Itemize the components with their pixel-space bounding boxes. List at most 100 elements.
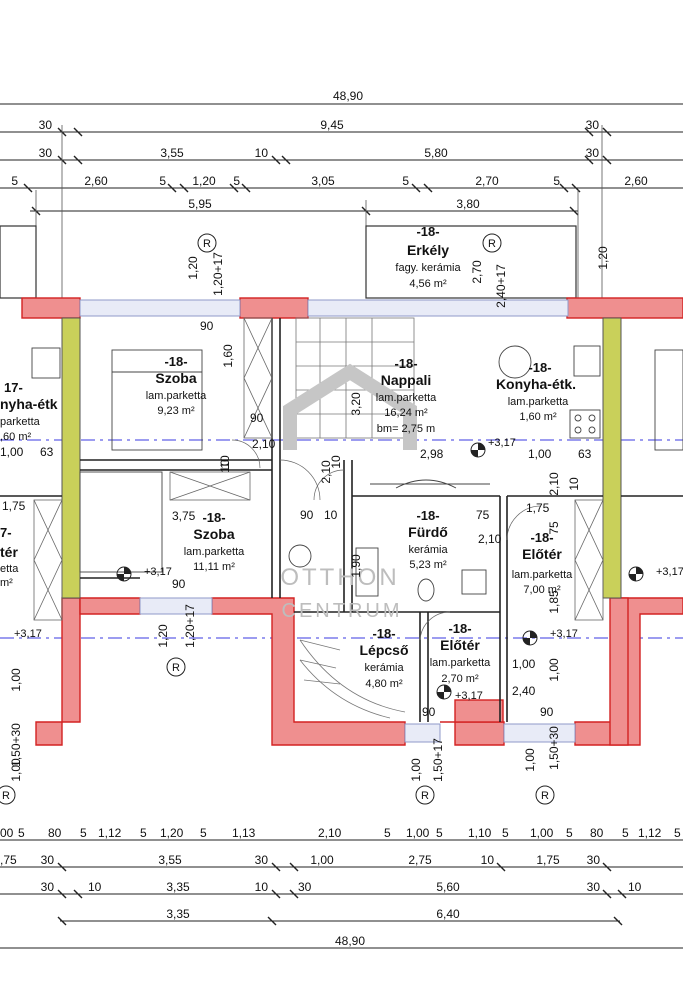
dim-label: 80 xyxy=(590,826,604,840)
dim-label: 2,10 xyxy=(252,437,276,451)
svg-text:R: R xyxy=(203,238,211,250)
room-floor: lam.parketta xyxy=(184,546,245,558)
door-swings xyxy=(231,439,542,641)
dim-label: 10 xyxy=(255,146,269,160)
dim-label: 2,10 xyxy=(318,826,342,840)
room-eloter-1: -18- Előtér lam.parketta 7,00 m² xyxy=(512,530,573,596)
dim-label: 5 xyxy=(502,826,509,840)
dim-label: 1,00 xyxy=(310,853,334,867)
dim-label: 30 xyxy=(586,146,600,160)
walls xyxy=(21,297,683,746)
dim-label: 30 xyxy=(41,880,55,894)
level-marker: +3,17 xyxy=(522,628,578,646)
dim-label: 1,85 xyxy=(547,590,561,614)
dining-table xyxy=(498,345,532,379)
dim-label: 1,00 xyxy=(406,826,430,840)
dim-label: 1,20+17 xyxy=(211,252,225,296)
dim-label: 90 xyxy=(540,705,554,719)
svg-text:R: R xyxy=(421,790,429,802)
level-marker: +3,17 xyxy=(14,628,42,640)
dim-label: 1,20 xyxy=(160,826,184,840)
room-area: 2,70 m² xyxy=(441,673,479,685)
bottom-dimension-labels: 00 5 80 5 1,12 5 1,20 5 1,13 2,10 5 1,00… xyxy=(0,826,681,948)
room-szoba-1: -18- Szoba lam.parketta 9,23 m² xyxy=(146,354,207,417)
dim-label: 10 xyxy=(481,853,495,867)
dim-label: 2,10 xyxy=(547,472,561,496)
dim-label: 1,13 xyxy=(232,826,256,840)
dim-label: 30 xyxy=(587,853,601,867)
dim-label: 1,20 xyxy=(156,624,170,648)
dim-label: 2,70 xyxy=(475,174,499,188)
misc-labels: 10 10 90 2,10 1,75 1,90 10 1,00 63 75 2,… xyxy=(0,445,502,782)
room-name: Nappali xyxy=(381,372,432,388)
room-number: -18- xyxy=(416,224,439,239)
dim-label: 90 xyxy=(250,411,264,425)
room-floor: fagy. kerámia xyxy=(395,262,461,274)
room-number: 7- xyxy=(0,525,12,540)
bed xyxy=(654,349,683,451)
dim-label: 63 xyxy=(40,445,54,459)
cabinets xyxy=(33,317,604,621)
dim-label: 90 xyxy=(172,577,186,591)
dim-label: 1,20 xyxy=(186,256,200,280)
dim-label: 1,20+17 xyxy=(183,604,197,648)
dim-label: 5,95 xyxy=(188,197,212,211)
section-mark: R xyxy=(0,785,16,805)
dim-label: 2,10 xyxy=(478,532,502,546)
dim-label: 90 xyxy=(422,705,436,719)
room-floor: lam.parketta xyxy=(376,392,437,404)
room-name: Szoba xyxy=(193,526,234,542)
dim-label: 10 xyxy=(628,880,642,894)
dim-label: 10 xyxy=(88,880,102,894)
section-mark: R xyxy=(482,233,502,253)
dim-label: 90 xyxy=(300,508,314,522)
room-name: Előtér xyxy=(440,637,480,653)
dim-label: 3,75 xyxy=(172,509,196,523)
dim-label: 1,00 xyxy=(9,758,23,782)
dim-label: 2,40+17 xyxy=(494,264,508,308)
dim-label: 5 xyxy=(622,826,629,840)
dim-label: 5 xyxy=(674,826,681,840)
level-marker: +3,17 xyxy=(116,566,172,582)
watermark-text-top: OTTHON xyxy=(280,564,399,591)
dim-label: 1,75 xyxy=(526,501,550,515)
room-number: -18- xyxy=(164,354,187,369)
dim-label: 5 xyxy=(200,826,207,840)
dim-label: 1,00 xyxy=(523,748,537,772)
dim-label: 63 xyxy=(578,447,592,461)
dim-label: 1,75 xyxy=(536,853,560,867)
toilet xyxy=(417,578,435,602)
dim-label: 3,55 xyxy=(158,853,182,867)
level-value: +3,17 xyxy=(488,437,516,449)
dim-label: 1,75 xyxy=(2,499,26,513)
room-floor: parketta xyxy=(0,416,41,428)
room-name: Szoba xyxy=(155,370,196,386)
dim-label: 5 xyxy=(140,826,147,840)
room-area: ,60 m² xyxy=(0,431,32,443)
room-lepcso: -18- Lépcső kerámia 4,80 m² xyxy=(359,626,408,690)
dim-label: 30 xyxy=(255,853,269,867)
room-name: Fürdő xyxy=(408,524,448,540)
dim-label: 2,10 xyxy=(319,460,333,484)
dim-label: 90 xyxy=(200,319,214,333)
dim-label: 2,70 xyxy=(470,260,484,284)
room-name: tér xyxy=(0,544,18,560)
dim-label: 3,20 xyxy=(349,392,363,416)
room-floor: lam.parketta xyxy=(512,569,573,581)
dim-label: 5 xyxy=(566,826,573,840)
dim-label: 10 xyxy=(329,455,343,469)
sink xyxy=(31,347,61,379)
dim-label: 6,40 xyxy=(436,907,460,921)
room-area: 4,56 m² xyxy=(409,278,447,290)
dim-label: 5 xyxy=(384,826,391,840)
level-markers: +3,17 +3,17 +3,17 +3,17 +3,17 +3,17 xyxy=(14,437,683,702)
bathtub xyxy=(355,547,379,597)
dim-label: 30 xyxy=(41,853,55,867)
room-number: -18- xyxy=(528,360,551,375)
dim-overall-top: 48,90 xyxy=(333,89,363,103)
bottom-dimensions xyxy=(0,839,683,949)
dim-label: 10 xyxy=(218,459,232,473)
dim-label: 2,60 xyxy=(624,174,648,188)
room-area: 4,80 m² xyxy=(365,678,403,690)
section-mark: R xyxy=(166,657,186,677)
